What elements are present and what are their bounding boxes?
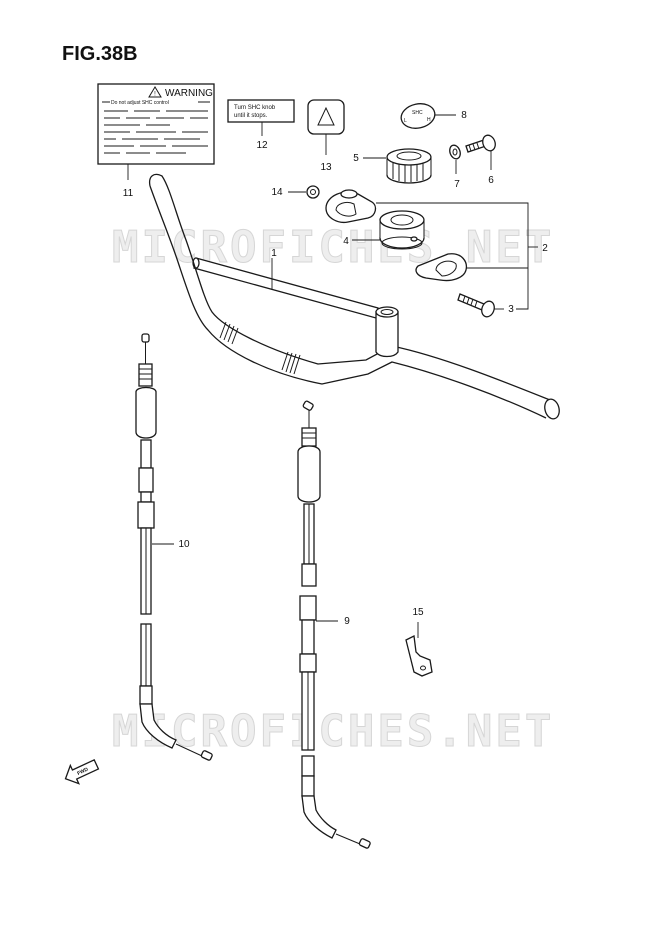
callout-4: 4 [343, 236, 349, 247]
adjuster-knob-part [386, 148, 432, 184]
washer-part [449, 144, 461, 160]
warning-title: WARNING [165, 88, 213, 99]
bolt-part-6 [465, 134, 496, 153]
lower-holder-part [415, 253, 468, 282]
throttle-case-part [379, 210, 425, 250]
callout-15: 15 [412, 607, 424, 618]
washer-part-14 [306, 185, 320, 199]
knob-label-left: L [404, 118, 407, 124]
callout-6: 6 [488, 175, 494, 186]
fwd-arrow-label: FWD [76, 766, 89, 776]
watermark-bottom: MICROFICHES.NET [112, 706, 554, 757]
callout-1: 1 [271, 248, 277, 259]
callout-8: 8 [461, 110, 467, 121]
callout-9: 9 [344, 616, 350, 627]
knob-label-part: SHC L H [400, 103, 436, 129]
callout-13: 13 [320, 162, 332, 173]
bolt-part-3 [457, 293, 495, 318]
callout-3: 3 [508, 304, 514, 315]
callout-2: 2 [542, 243, 548, 254]
warning-label-part: ! WARNING Do not adjust SHC control [97, 83, 215, 165]
callout-7: 7 [454, 179, 460, 190]
callout-11: 11 [123, 188, 134, 199]
svg-text:!: ! [154, 92, 156, 98]
clamp-bracket-part [405, 635, 433, 677]
shc-note-line1: Turn SHC knob [234, 105, 276, 111]
triangle-label-part [307, 99, 345, 135]
warning-first-line: Do not adjust SHC control [111, 100, 169, 106]
callout-12: 12 [256, 140, 268, 151]
shc-note-line2: until it stops. [234, 113, 268, 119]
callout-10: 10 [178, 539, 190, 550]
watermark-top: MICROFICHES.NET [112, 222, 554, 273]
throttle-cable-part-10 [135, 333, 213, 761]
knob-label-right: H [427, 117, 431, 123]
knob-label-top: SHC [412, 110, 423, 116]
handlebar-part [148, 173, 560, 420]
shc-note-label-part: Turn SHC knob until it stops. [227, 99, 295, 123]
throttle-cable-part-9 [297, 400, 371, 849]
figure-title: FIG.38B [62, 43, 138, 65]
fwd-arrow-icon: FWD [64, 758, 100, 785]
upper-holder-part [325, 189, 377, 224]
callout-5: 5 [353, 153, 359, 164]
callout-14: 14 [271, 187, 283, 198]
